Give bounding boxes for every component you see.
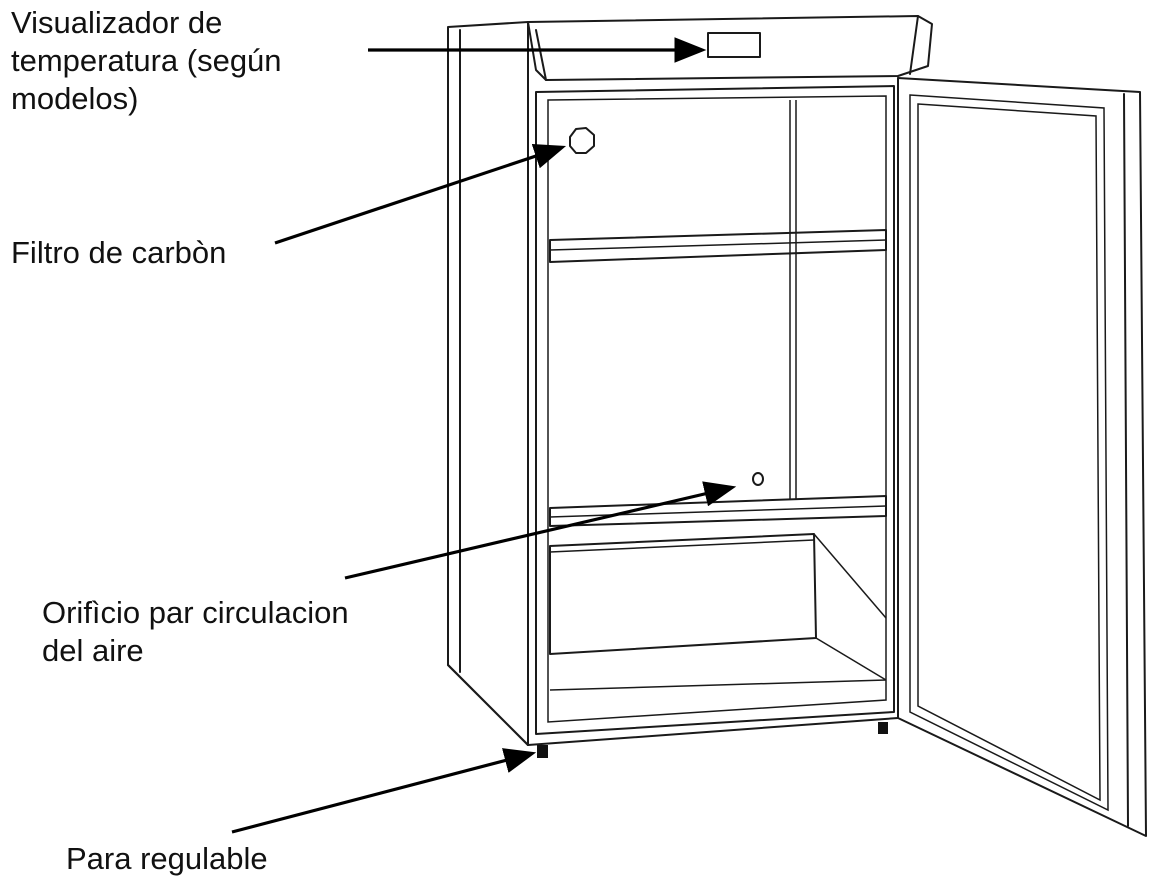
crisper-drawer [549, 533, 887, 691]
lower-shelf [549, 495, 887, 527]
temperature-display-label-line-3: modelos) [11, 81, 139, 116]
adjustable-foot-right [878, 722, 888, 734]
air-hole-label: Orifìcio par circulacion del aire [42, 594, 349, 670]
cabinet-body [447, 15, 933, 746]
adjustable-foot-label: Para regulable [66, 841, 268, 876]
filter-arrow [274, 143, 567, 245]
carbon-filter [569, 127, 595, 154]
adjustable-foot [537, 745, 548, 758]
cabinet-interior [535, 85, 895, 735]
air-circulation-hole [752, 472, 764, 486]
foot-arrow [231, 748, 537, 834]
temperature-display-label-line-2: temperatura (según [11, 43, 282, 78]
air-hole-label-line-2: del aire [42, 633, 144, 668]
temperature-display-label-line-1: Visualizador de [11, 5, 223, 40]
air-hole-arrow [344, 481, 737, 580]
temperature-display [707, 32, 761, 58]
temperature-display-label: Visualizador de temperatura (según model… [11, 4, 282, 118]
open-door [897, 77, 1147, 837]
upper-shelf [549, 229, 887, 263]
air-hole-label-line-1: Orifìcio par circulacion [42, 595, 349, 630]
carbon-filter-label: Filtro de carbòn [11, 235, 227, 270]
